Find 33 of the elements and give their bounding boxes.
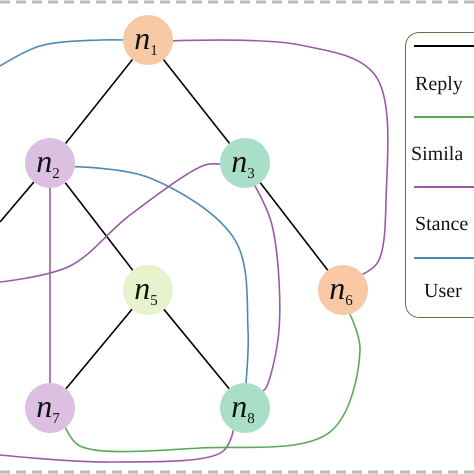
legend-label: User — [424, 280, 462, 303]
connector-line — [64, 59, 134, 144]
node-label: n$_{7}$ — [36, 390, 61, 426]
connector-line — [0, 39, 124, 67]
connector-line — [64, 182, 134, 271]
legend-label: Simila — [411, 143, 464, 166]
node-label: n$_{3}$ — [231, 144, 256, 182]
node-label: n$_{2}$ — [36, 144, 61, 182]
connector-line — [65, 308, 133, 390]
node-circle — [123, 15, 173, 65]
node-label: n$_{1}$ — [134, 22, 159, 58]
node-label: n$_{6}$ — [329, 272, 354, 308]
connector-line — [64, 314, 361, 452]
legend-label: Reply — [415, 73, 463, 96]
node-label: n$_{5}$ — [134, 272, 159, 308]
connector-line — [260, 182, 328, 271]
node-circle — [220, 383, 270, 433]
connector-line — [254, 186, 281, 392]
connector-line — [163, 308, 230, 390]
connector-line — [0, 430, 234, 463]
node-circle — [123, 265, 173, 315]
connector-line — [0, 163, 220, 283]
legend-label: Stance — [415, 213, 468, 236]
connector-line — [49, 188, 51, 383]
connector-line — [74, 166, 249, 384]
connector-line — [172, 39, 389, 276]
connector-line — [0, 182, 34, 223]
node-label: n$_{8}$ — [231, 390, 256, 426]
node-circle — [220, 138, 270, 188]
node-circle — [25, 138, 75, 188]
node-circle — [25, 383, 75, 433]
connector-line — [162, 59, 230, 144]
node-circle — [318, 265, 368, 315]
